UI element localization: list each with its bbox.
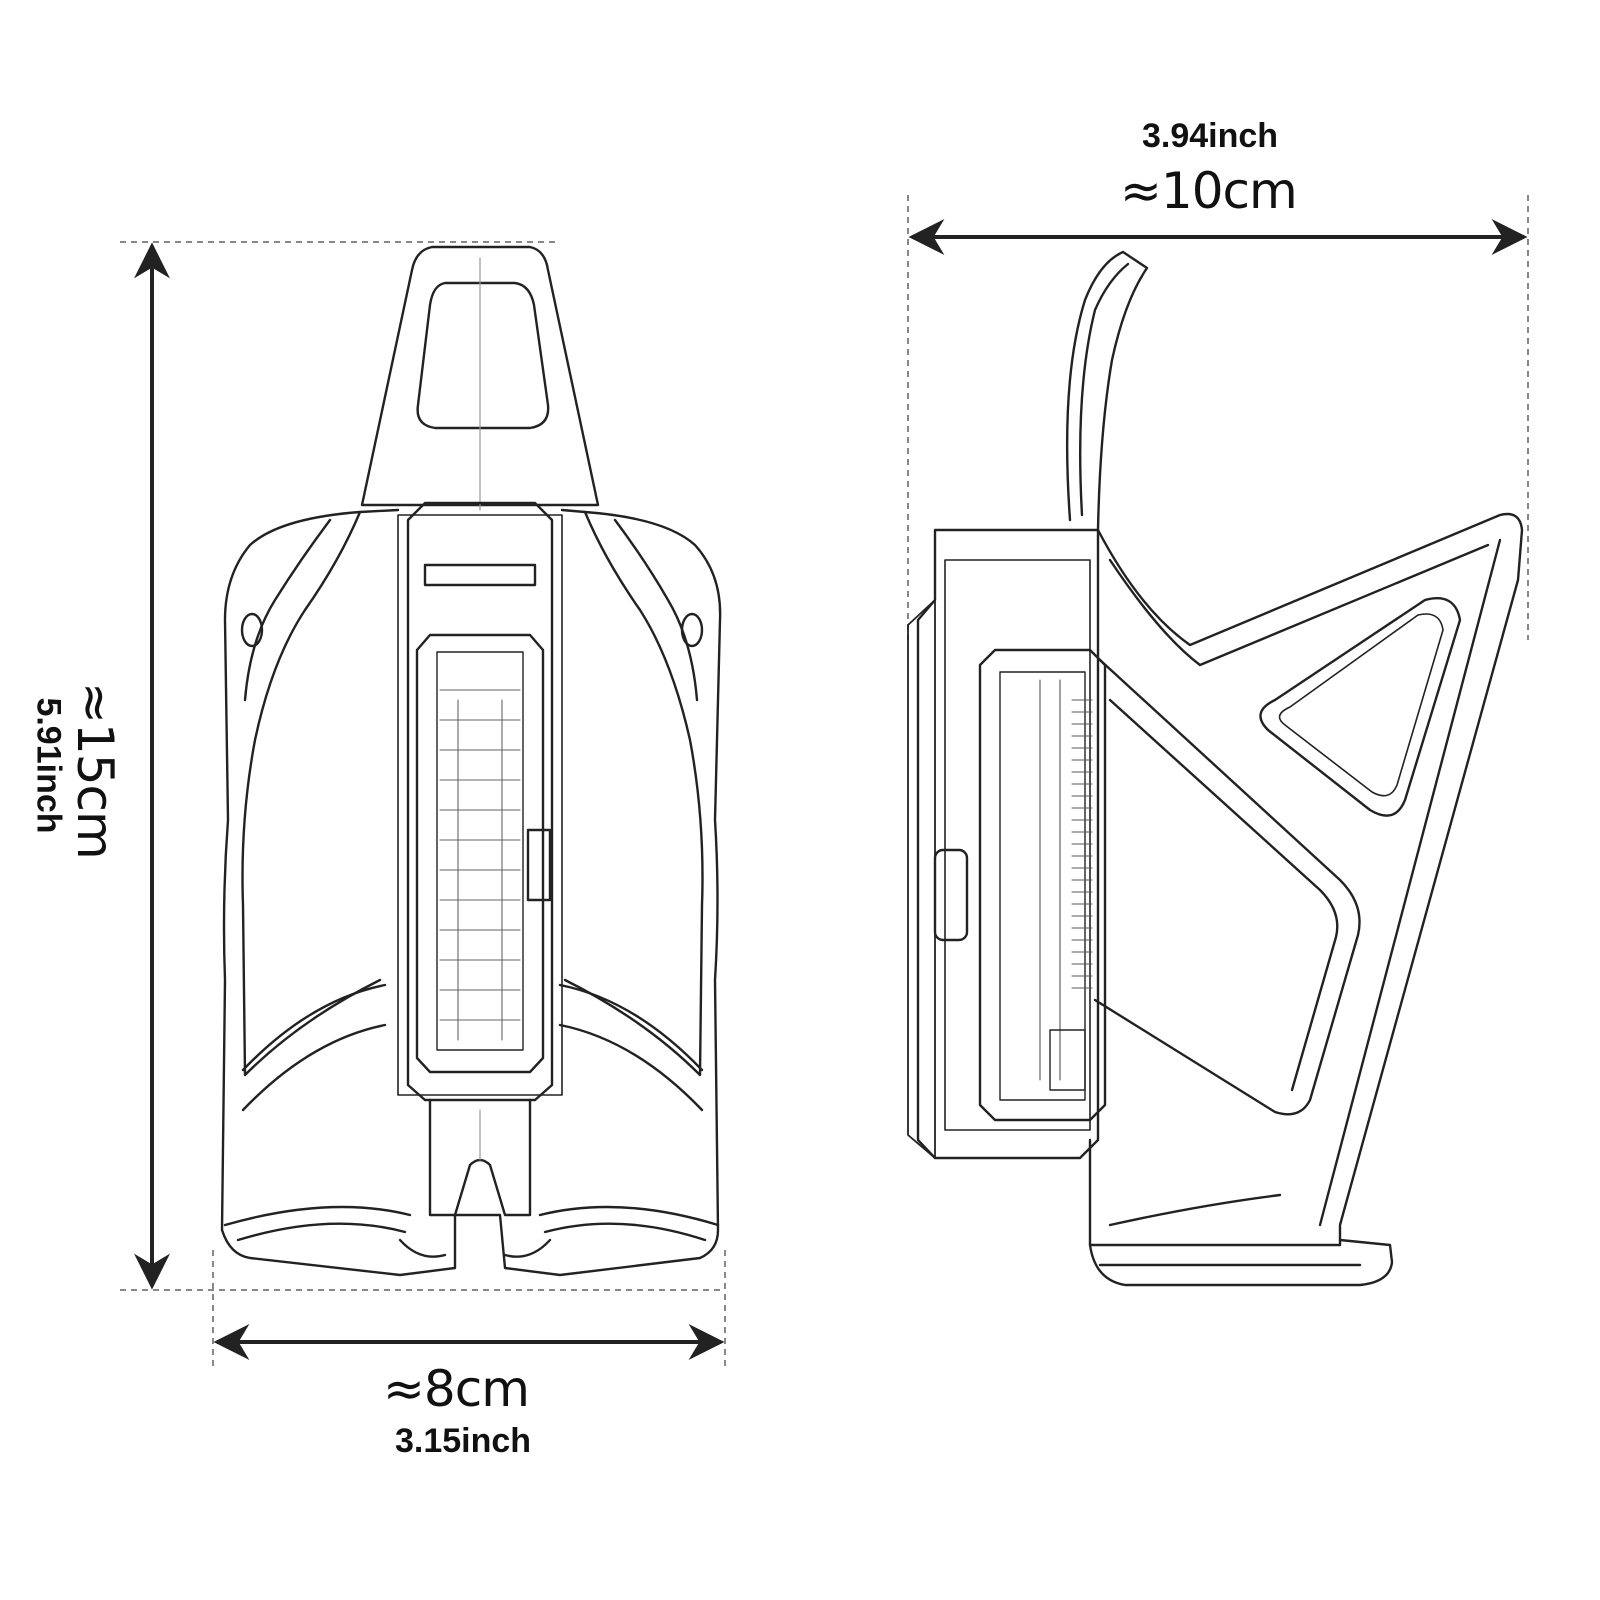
guide-lines bbox=[120, 195, 1529, 1370]
height-imperial-label: 5.91inch bbox=[29, 697, 68, 834]
side-width-metric-label: ≈10cm bbox=[1120, 162, 1298, 220]
front-width-imperial-label: 3.15inch bbox=[395, 1422, 532, 1460]
height-metric-label: ≈15cm bbox=[66, 682, 124, 859]
side-width-imperial-label: 3.94inch bbox=[1142, 117, 1279, 155]
side-view-illustration bbox=[907, 250, 1524, 1287]
front-view-illustration bbox=[220, 245, 722, 1277]
front-width-metric-label: ≈8cm bbox=[383, 1360, 530, 1418]
